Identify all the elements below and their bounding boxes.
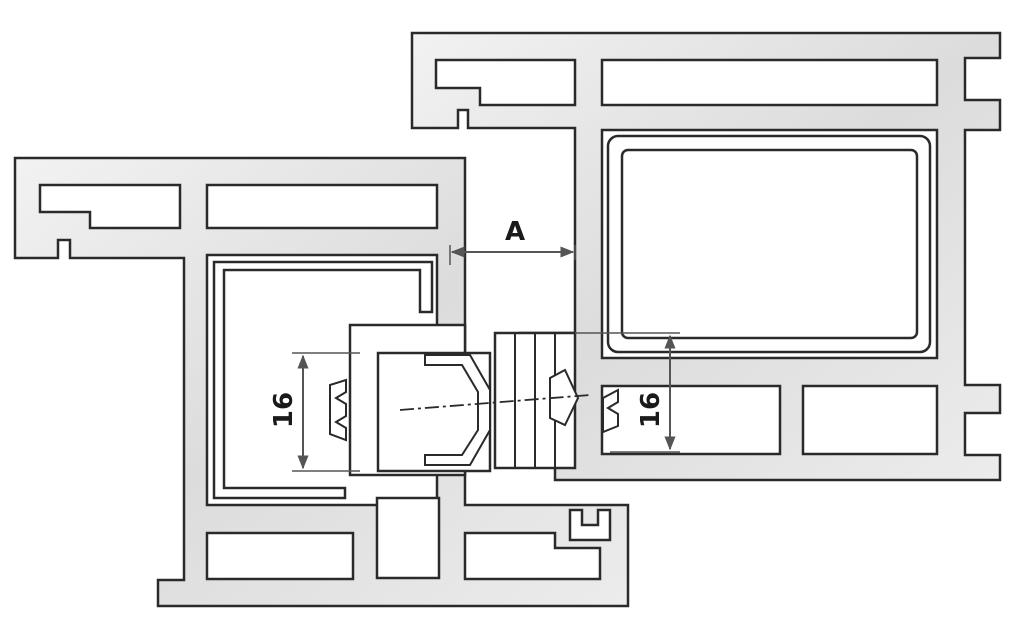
steel-reinforcement [212, 260, 434, 500]
frame-bottom-hollow-2 [375, 496, 441, 580]
frame-top-hollow [205, 183, 439, 230]
sash-bottom-hollow-left [600, 384, 782, 456]
dimension-a: A [449, 217, 576, 265]
dimension-left-16: 16 [269, 352, 360, 472]
frame-bottom-hook-hollow [463, 531, 602, 581]
dimension-right-label: 16 [636, 392, 666, 428]
sash-gasket-right [602, 388, 619, 434]
dimension-a-label: A [505, 217, 525, 247]
dimension-left-label: 16 [269, 392, 299, 428]
center-axis [399, 394, 591, 411]
sash-hook-hollow [434, 58, 577, 107]
dimension-right-16: 16 [575, 332, 680, 453]
glass-pane-inner [620, 148, 919, 340]
sash-top-hollow [600, 58, 939, 107]
frame-hook-hollow [38, 183, 182, 230]
frame-bottom-hollow-1 [205, 531, 355, 581]
clip-profile [424, 354, 491, 466]
hardware-assembly [329, 323, 619, 477]
sash-gasket-left [549, 368, 580, 427]
frame-gasket [329, 378, 347, 442]
frame-hook-slot [568, 508, 612, 542]
sash-bottom-hollow-right [801, 384, 939, 456]
